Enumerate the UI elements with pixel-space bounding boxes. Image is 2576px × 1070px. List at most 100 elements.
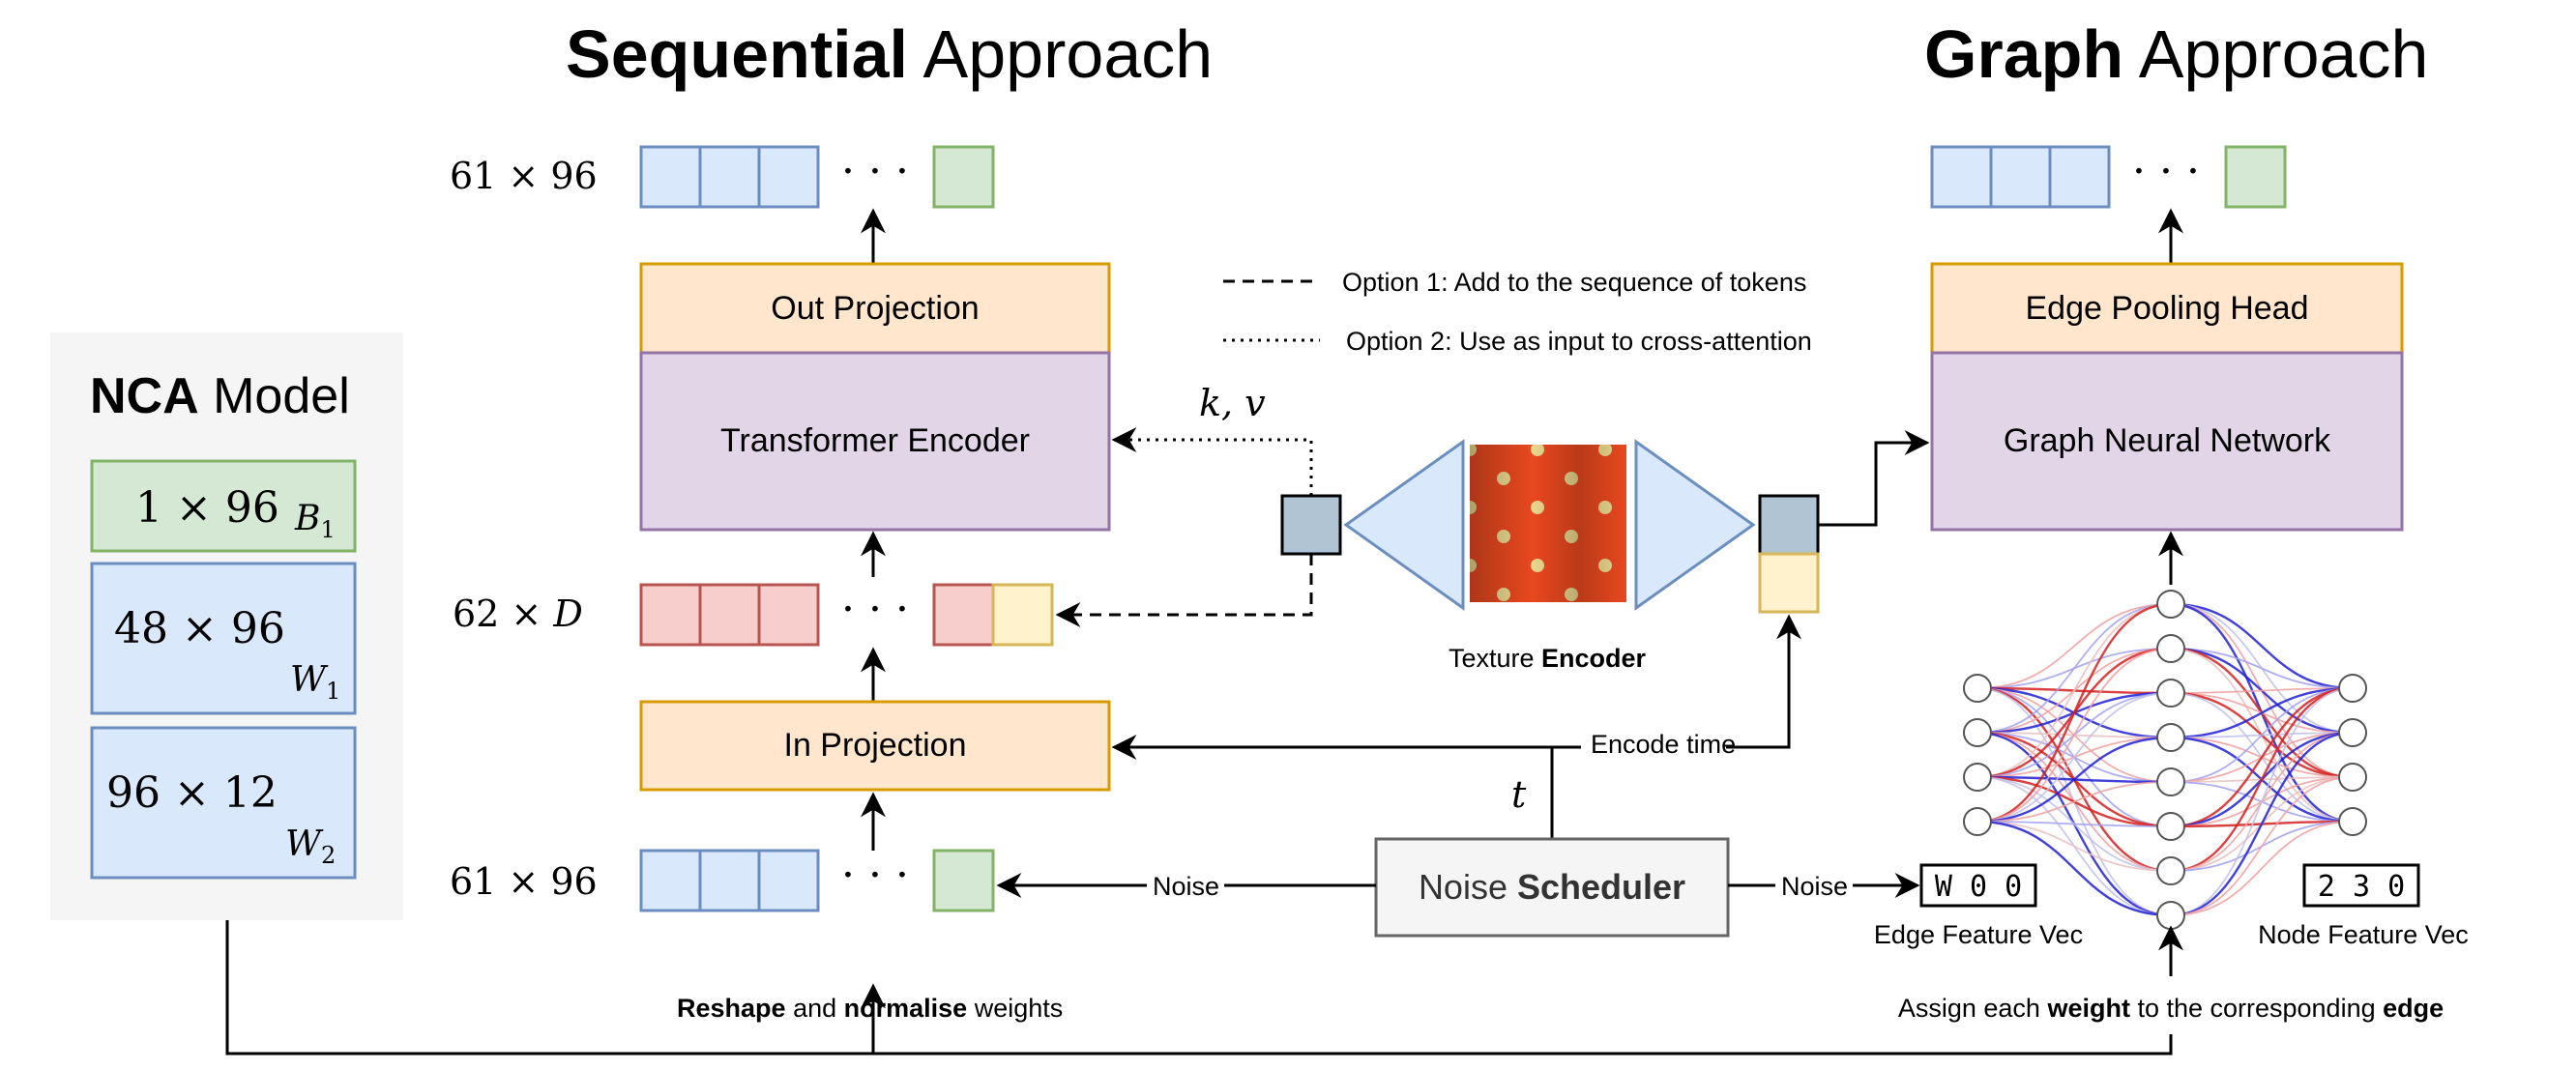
nn-edge [2170,821,2354,916]
nn-edge [1976,603,2172,689]
nn-edge [1976,692,2172,823]
nn-edge [1976,820,2172,917]
in-projection-box [639,700,1111,792]
output-bias-token [2224,145,2287,209]
noise-left-label: Noise [1153,872,1219,901]
nn-node [2156,812,2185,841]
output-token [1989,145,2052,209]
nca-model-title: NCA Model [90,368,350,424]
texture-to-gnn-arrow [1818,430,1930,527]
noise-scheduler-box [1374,837,1730,938]
nn-node [1963,807,1992,836]
texture-embedding-right [1758,494,1820,556]
in-projection-label: In Projection [784,727,967,764]
nn-edge [2170,686,2354,739]
latent-token [932,583,995,647]
noisy-token [639,849,702,912]
nn-edge [1976,602,2172,824]
ellipsis: · · · [841,851,909,900]
latent-token [757,583,820,647]
transformer-encoder-label: Transformer Encoder [720,422,1030,459]
cross-attention-dotted-arrow [1111,427,1313,496]
nn-node [2156,590,2185,619]
nn-node [1963,674,1992,703]
nn-node [1963,718,1992,747]
nn-node [2156,901,2185,930]
nn-node [2338,763,2367,792]
ellipsis: · · · [841,147,909,196]
nn-edge [1976,781,2172,823]
out-projection-label: Out Projection [771,290,979,327]
sequential-input-tokens: · · · [639,583,1054,647]
noise-scheduler-label: Noise Scheduler [1419,867,1685,907]
nn-graph-nodes [1963,590,2367,930]
input-dims-label: 61 × 96 [450,860,598,903]
nn-edge [1976,603,2172,778]
nn-edge [1976,648,2172,823]
kv-label: k, v [1199,382,1266,424]
graph-output-tokens: · · · [1930,145,2287,209]
token-append-dashed-arrow [1055,554,1313,627]
latent-token [698,583,761,647]
noise-right-label-bg [1775,868,1853,903]
nn-graph-edges [1976,602,2354,917]
output-token [698,145,761,209]
token-dims-label: 62 × D [453,593,583,635]
assign-caption: Assign each weight to the corresponding … [1898,994,2444,1023]
nn-node [2156,856,2185,885]
output-token [1930,145,1993,209]
node-feature-vec-label: Node Feature Vec [2258,920,2469,949]
nca-model-panel: NCA Model 1 × 96 B1 48 × 96 W1 96 × 12 W… [50,333,403,920]
output-bias-token [932,145,995,209]
nn-node [2156,767,2185,796]
nn-node [2338,807,2367,836]
nca-bias-b1-block [90,459,357,553]
output-token [639,145,702,209]
edge-feature-vec-box [1919,863,2037,908]
nn-node [2156,679,2185,708]
nn-edge [2170,686,2354,873]
graph-approach-title: Graph Approach [1924,16,2428,92]
nn-edge [2170,776,2354,916]
timestep-to-in-projection-arrow [1111,735,1554,839]
output-token [2048,145,2111,209]
transformer-encoder-box [639,351,1111,532]
nn-edge [2170,731,2354,917]
texture-encoder-label: Texture Encoder [1449,644,1647,673]
noisy-token [698,849,761,912]
nn-edge [2170,648,2354,689]
reshape-caption: Reshape and normalise weights [677,994,1063,1023]
edge-feature-vec-value: W 0 0 [1935,870,2022,904]
texture-image [1470,445,1626,602]
t-label: t [1511,773,1527,816]
edge-feature-vec-label: Edge Feature Vec [1874,920,2083,949]
nn-node [1963,763,1992,792]
nn-edge [2170,687,2354,694]
time-embedding-token [1758,552,1820,614]
texture-token [991,583,1054,647]
legend-option2: Option 2: Use as input to cross-attentio… [1346,327,1812,356]
noisy-token [757,849,820,912]
graph-neural-network-box [1930,351,2404,532]
nn-edge [2170,602,2354,690]
nn-node [2338,718,2367,747]
noise-right-label: Noise [1781,872,1848,901]
nn-node [2156,634,2185,663]
nca-w2-symbol: W2 [285,824,336,869]
nn-node [2338,674,2367,703]
nn-edge [1976,821,2172,827]
node-feature-vec-box [2302,863,2420,908]
graph-neural-network-label: Graph Neural Network [2004,422,2331,459]
latent-token [639,583,702,647]
nca-b1-symbol: B1 [294,499,336,543]
sequential-noisy-tokens: · · · [639,849,995,912]
nca-w1-symbol: W1 [290,660,340,705]
output-dims-label: 61 × 96 [450,155,598,197]
encoder-funnel-left [1343,439,1465,611]
nca-weight-w1-block [90,562,357,715]
edge-pooling-head-label: Edge Pooling Head [2025,290,2308,327]
encoder-funnel-right [1634,439,1756,611]
out-projection-box [639,262,1111,355]
nca-w1-dim: 48 × 96 [114,604,285,653]
encode-time-label: Encode time [1591,730,1736,759]
